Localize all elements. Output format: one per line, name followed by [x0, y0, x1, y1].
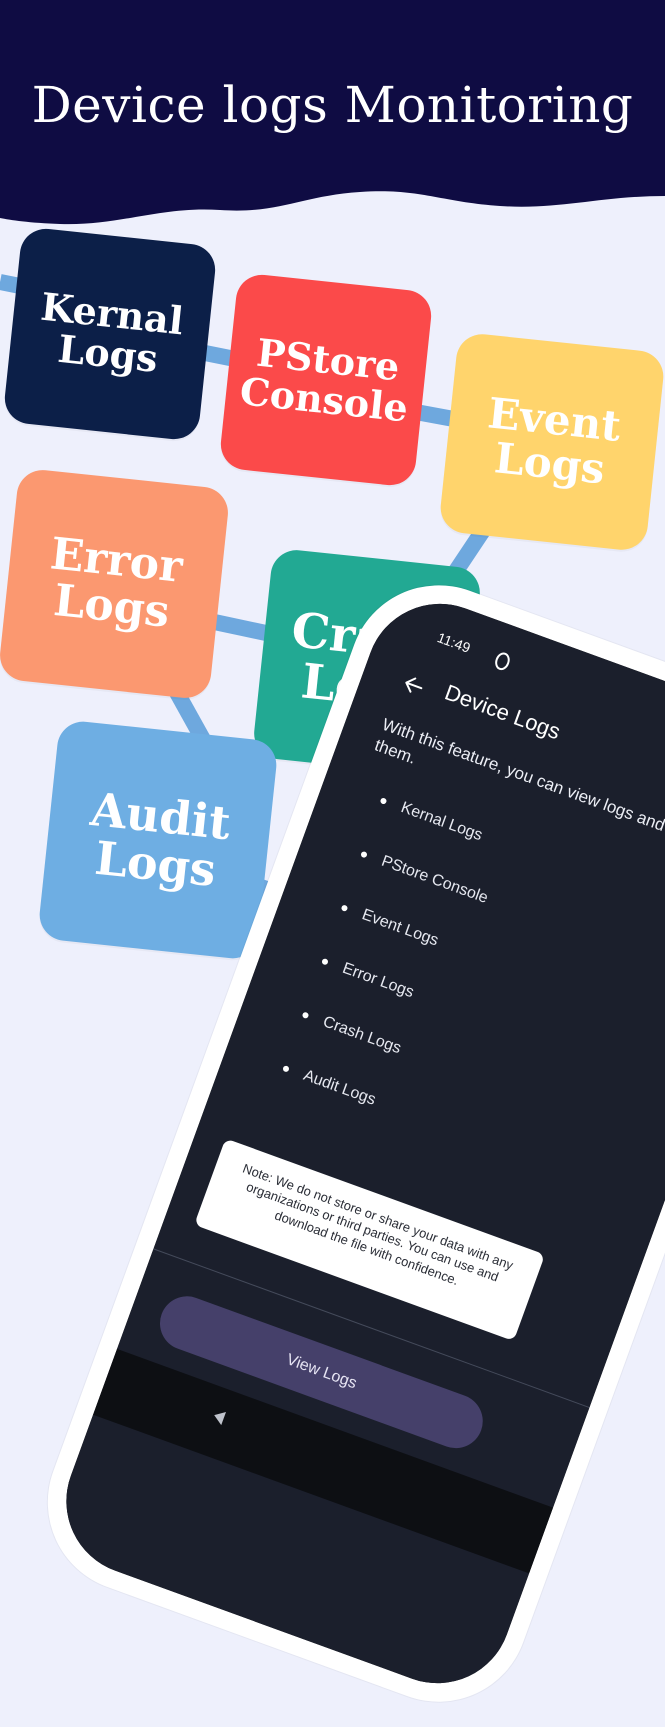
bullet-icon [321, 957, 329, 966]
privacy-note: Note: We do not store or share your data… [194, 1138, 546, 1342]
tile-label: Logs [51, 574, 172, 638]
tile-label: Logs [92, 830, 219, 898]
header-banner: Device logs Monitoring [0, 0, 665, 235]
tile-label: Logs [492, 433, 608, 494]
log-types-list: Kernal Logs PStore Console Event Logs Er… [267, 792, 510, 1159]
bullet-icon [301, 1011, 310, 1020]
phone-screen: 11:49 Device Logs With this feature, you… [45, 583, 665, 1705]
system-nav-bar [93, 1348, 554, 1574]
phone-mockup: 11:49 Device Logs With this feature, you… [22, 560, 665, 1727]
bullet-icon [340, 904, 349, 912]
status-indicator-icon [492, 650, 513, 673]
appbar-title: Device Logs [441, 679, 564, 745]
header-wave-shape [0, 0, 665, 225]
bullet-icon [282, 1064, 290, 1073]
nav-back-icon[interactable] [207, 1405, 230, 1428]
device-logs-screen: 11:49 Device Logs With this feature, you… [45, 583, 665, 1705]
list-item-label: Kernal Logs [398, 799, 485, 845]
back-arrow-icon[interactable] [398, 670, 429, 701]
page-title: Device logs Monitoring [31, 76, 634, 134]
status-time: 11:49 [435, 629, 473, 656]
bullet-icon [360, 850, 368, 859]
bullet-icon [379, 797, 388, 805]
